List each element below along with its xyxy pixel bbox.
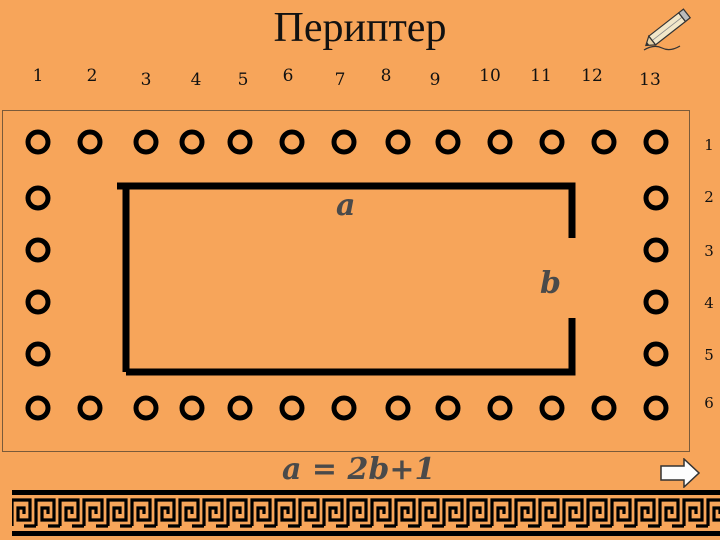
column-number-top: 1 (32, 66, 44, 86)
column-number-side: 1 (704, 136, 714, 154)
column (643, 341, 669, 367)
column (179, 129, 205, 155)
column-number-side: 3 (704, 242, 714, 260)
column-number-side: 6 (704, 394, 714, 412)
column (179, 395, 205, 421)
column (435, 129, 461, 155)
column (25, 341, 51, 367)
page-title: Периптер (273, 5, 447, 51)
column (279, 395, 305, 421)
column (643, 289, 669, 315)
column (25, 237, 51, 263)
column (133, 395, 159, 421)
column-number-top: 9 (429, 70, 441, 90)
column (487, 395, 513, 421)
column-number-side: 5 (704, 346, 714, 364)
column (591, 395, 617, 421)
column-number-top: 11 (530, 66, 552, 86)
pencil-icon (643, 8, 692, 51)
column (487, 129, 513, 155)
column-number-top: 3 (140, 70, 152, 90)
column (77, 129, 103, 155)
column (25, 129, 51, 155)
next-arrow-icon[interactable] (660, 458, 700, 488)
cella-wall (122, 182, 576, 372)
cella-wall (126, 318, 576, 376)
label-a: a (336, 188, 356, 223)
formula: a = 2b+1 (282, 452, 436, 487)
column-number-side: 4 (704, 294, 714, 312)
column-number-top: 8 (380, 66, 392, 86)
column (539, 395, 565, 421)
column-number-top: 2 (86, 66, 98, 86)
column-number-top: 13 (639, 70, 661, 90)
column (385, 129, 411, 155)
column (279, 129, 305, 155)
column-number-top: 5 (237, 70, 249, 90)
column (25, 289, 51, 315)
column (385, 395, 411, 421)
column-number-top: 12 (581, 66, 603, 86)
temple-plan-frame (2, 110, 690, 452)
column (25, 395, 51, 421)
column (643, 129, 669, 155)
meander-border (12, 490, 720, 536)
column-number-top: 6 (282, 66, 294, 86)
column (539, 129, 565, 155)
column-number-side: 2 (704, 188, 714, 206)
column (643, 237, 669, 263)
column (227, 395, 253, 421)
column (331, 395, 357, 421)
column (133, 129, 159, 155)
column-number-top: 10 (479, 66, 501, 86)
column (591, 129, 617, 155)
column-number-top: 4 (190, 70, 202, 90)
column (643, 395, 669, 421)
column (25, 185, 51, 211)
column (227, 129, 253, 155)
column-number-top: 7 (334, 70, 346, 90)
column (643, 185, 669, 211)
column (331, 129, 357, 155)
column (435, 395, 461, 421)
column (77, 395, 103, 421)
label-b: b (540, 266, 561, 301)
